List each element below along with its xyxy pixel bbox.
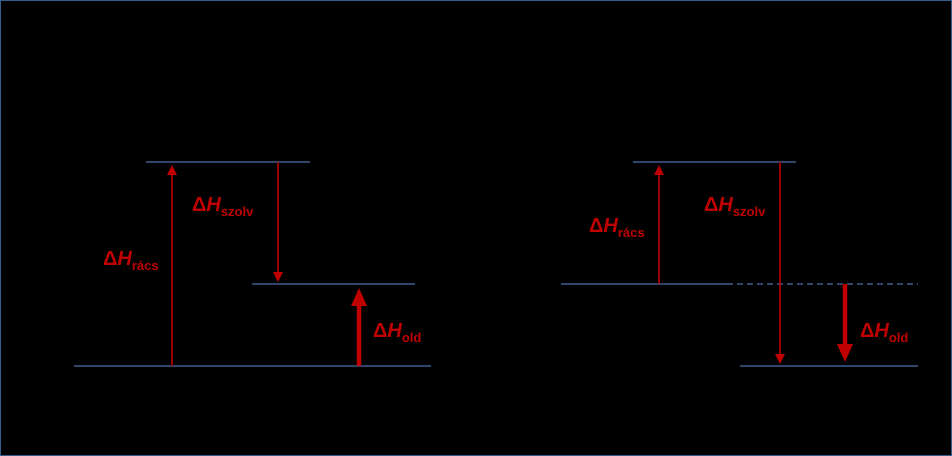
- left-solvation-label: ΔHszolv: [192, 194, 254, 219]
- left-lattice-label: ΔHrács: [103, 248, 159, 273]
- right-lattice-label: ΔHrács: [589, 215, 645, 240]
- right-solvation-label: ΔHszolv: [704, 194, 766, 219]
- left-solution-label: ΔHold: [373, 320, 421, 345]
- right-solution-label: ΔHold: [860, 320, 908, 345]
- left-diagram: ΔHrács ΔHszolv ΔHold: [74, 161, 431, 367]
- right-diagram: ΔHrács ΔHszolv ΔHold: [561, 161, 918, 367]
